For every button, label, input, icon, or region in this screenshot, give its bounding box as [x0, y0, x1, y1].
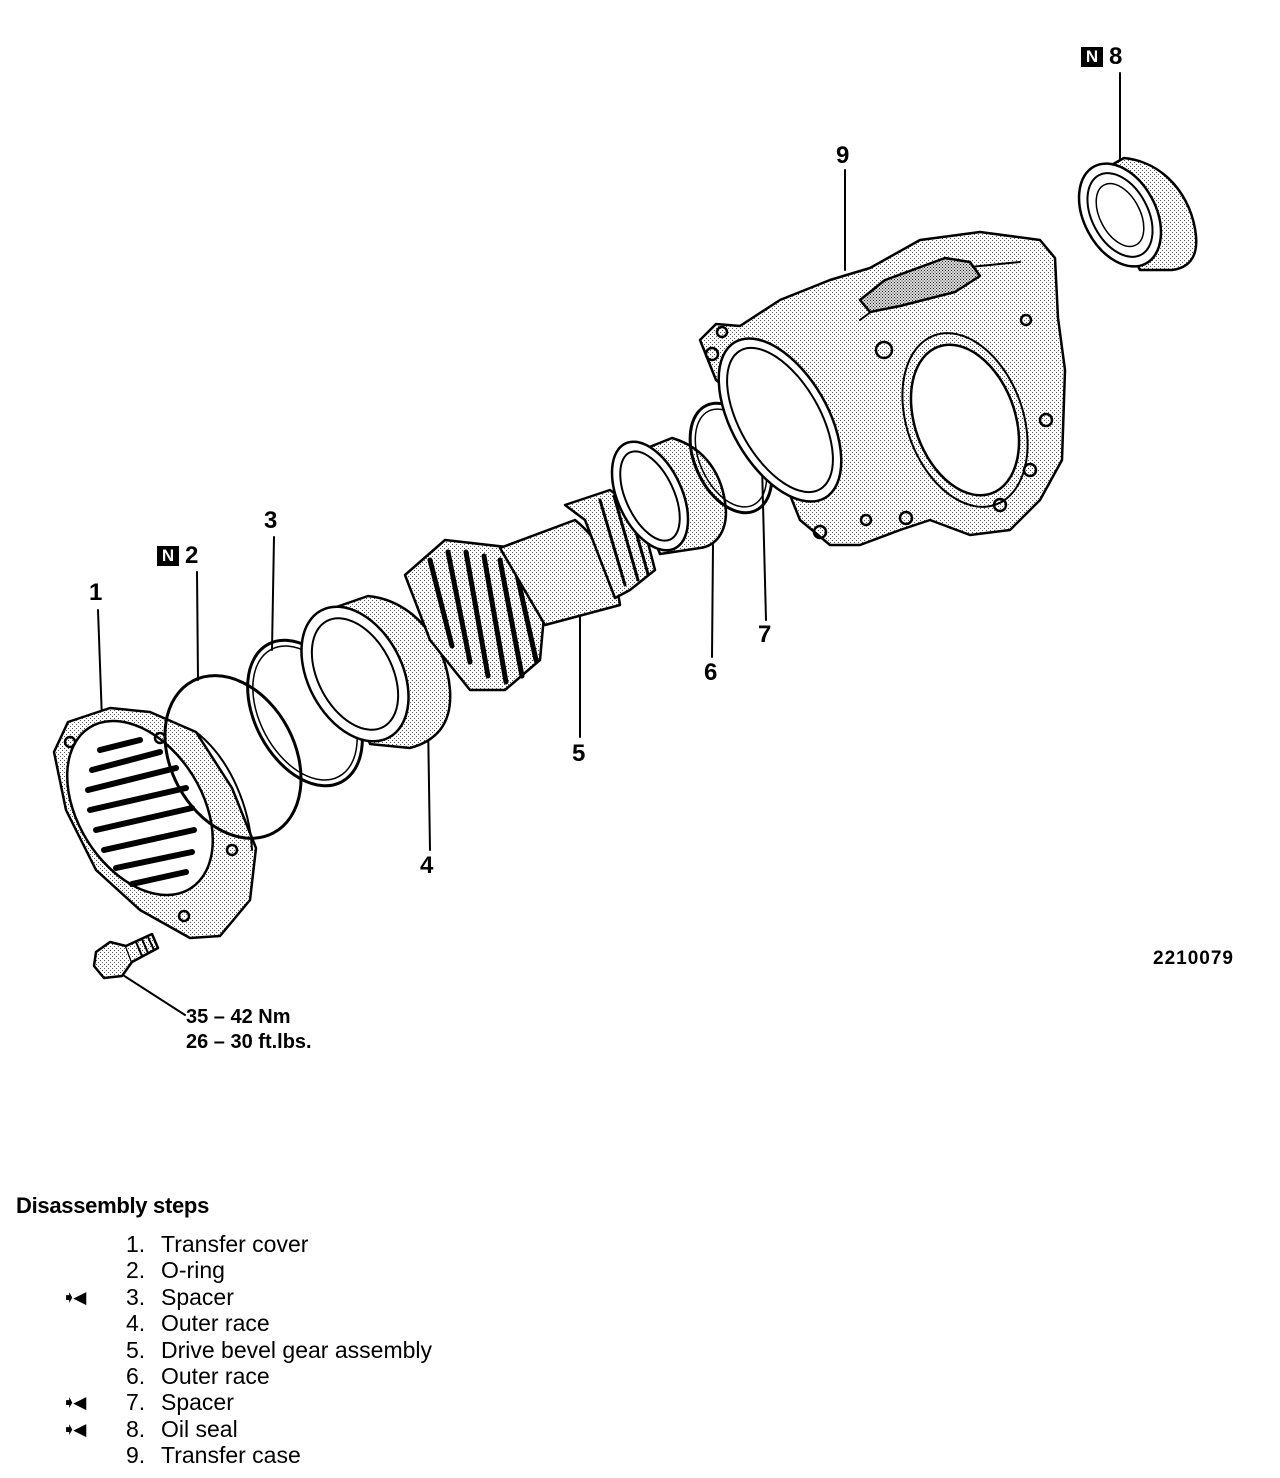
- steps-title: Disassembly steps: [16, 1193, 210, 1218]
- torque-imperial: 26 – 30 ft.lbs.: [186, 1031, 312, 1053]
- torque-spec: 35 – 42 Nm 26 – 30 ft.lbs.: [186, 1005, 312, 1055]
- exploded-view-diagram: [52, 72, 1198, 1016]
- callout-5: 5: [572, 740, 586, 767]
- o-ring-part: [163, 674, 303, 840]
- oil-seal-part: [1077, 156, 1198, 272]
- torque-metric: 35 – 42 Nm: [186, 1006, 291, 1028]
- outer-race-4-part: [300, 594, 452, 750]
- callout-7: 7: [758, 621, 772, 648]
- transfer-case-part: [698, 230, 1067, 547]
- outer-race-6-part: [610, 436, 728, 556]
- service-point-mark: ➧◀: [62, 1419, 86, 1439]
- new-part-badge: N: [1081, 47, 1103, 67]
- service-point-mark: ➧◀: [62, 1393, 86, 1413]
- transfer-cover-part: [52, 706, 258, 940]
- callout-3: 3: [264, 507, 278, 534]
- leader-lines: [97, 72, 1121, 1016]
- figure-code: 2210079: [1153, 948, 1234, 969]
- cover-bolt-part: [92, 932, 160, 980]
- service-point-mark: ➧◀: [62, 1287, 86, 1307]
- callout-6: 6: [704, 659, 718, 686]
- callout-1: 1: [89, 579, 103, 606]
- callout-4: 4: [420, 852, 434, 879]
- new-part-badge: N: [157, 546, 179, 566]
- callout-9: 9: [836, 142, 850, 169]
